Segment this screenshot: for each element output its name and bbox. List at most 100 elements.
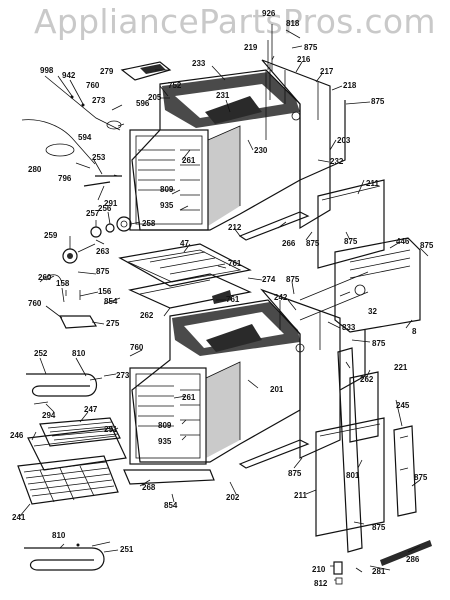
label-796: 796 [58,174,72,183]
label-156: 156 [98,287,112,296]
label-8: 8 [412,327,417,336]
label-875k: 875 [372,523,386,532]
label-219: 219 [244,43,258,52]
label-258: 258 [142,219,156,228]
label-253: 253 [92,153,106,162]
label-230: 230 [254,146,268,155]
label-158: 158 [56,279,70,288]
label-281: 281 [372,567,386,576]
label-211b: 211 [294,491,307,500]
label-231: 231 [216,91,230,100]
label-760b: 760 [28,299,42,308]
right-side-bracket [334,237,421,333]
label-201: 201 [270,385,284,394]
label-47: 47 [180,239,189,248]
label-926: 926 [262,9,276,18]
middle-vent-trim [118,243,252,309]
label-212: 212 [228,223,242,232]
label-875c: 875 [306,239,320,248]
label-274: 274 [262,275,276,284]
label-202: 202 [226,493,240,502]
label-205: 205 [148,93,162,102]
label-252: 252 [34,349,48,358]
label-291a: 291 [104,199,118,208]
label-875b: 875 [371,97,385,106]
label-833: 833 [342,323,356,332]
label-203: 203 [337,136,351,145]
upper-rear-panel [261,34,346,230]
label-854a: 854 [104,297,118,306]
label-261a: 261 [182,156,196,165]
label-294: 294 [42,411,56,420]
label-875e: 875 [420,241,434,250]
label-280: 280 [28,165,42,174]
label-594: 594 [78,133,92,142]
label-810b: 810 [52,531,66,540]
label-760a: 760 [86,81,100,90]
part-number-labels: 926 818 875 219 998 942 279 233 216 217 … [10,9,434,588]
label-935b: 935 [158,437,172,446]
label-875g: 875 [286,275,300,284]
label-218: 218 [343,81,357,90]
label-32: 32 [368,307,377,316]
label-262a: 262 [140,311,154,320]
label-245: 245 [396,401,410,410]
site-watermark: AppliancePartsPros.com [34,2,436,41]
label-809a: 809 [160,185,174,194]
upper-oven-cavity [129,69,310,241]
upper-access-panel [317,179,385,269]
label-263: 263 [96,247,110,256]
label-216: 216 [297,55,311,64]
label-259: 259 [44,231,58,240]
label-760c: 760 [130,343,144,352]
leader-lines [19,24,429,581]
label-761b: 761 [226,295,240,304]
label-241: 241 [12,513,26,522]
label-810a: 810 [72,349,86,358]
label-266: 266 [282,239,296,248]
label-446: 446 [396,237,410,246]
label-279: 279 [100,67,114,76]
label-256: 256 [98,204,112,213]
label-875j: 875 [288,469,302,478]
label-801: 801 [346,471,360,480]
label-232: 232 [330,157,344,166]
label-875a: 875 [304,43,318,52]
label-752: 752 [168,81,182,90]
label-247: 247 [84,405,98,414]
lower-oven-cavity [123,299,310,485]
label-761a: 761 [228,259,242,268]
label-596: 596 [136,99,150,108]
label-233: 233 [192,59,206,68]
label-875h: 875 [372,339,386,348]
label-273a: 273 [92,96,106,105]
label-935a: 935 [160,201,174,210]
label-812: 812 [314,579,328,588]
label-291b: 291 [104,425,118,434]
label-268: 268 [142,483,156,492]
label-818: 818 [286,19,300,28]
label-217: 217 [320,67,334,76]
label-286: 286 [406,555,420,564]
label-242: 242 [274,293,288,302]
label-246: 246 [10,431,24,440]
label-998: 998 [40,66,54,75]
label-875d: 875 [344,237,358,246]
left-small-parts [21,61,172,329]
label-210: 210 [312,565,326,574]
label-875f: 875 [96,267,110,276]
label-221: 221 [394,363,408,372]
label-854b: 854 [164,501,178,510]
label-275: 275 [106,319,120,328]
label-809b: 809 [158,421,172,430]
label-273b: 273 [116,371,130,380]
label-261b: 261 [182,393,196,402]
label-875i: 875 [414,473,428,482]
label-211a: 211 [366,179,379,188]
label-251: 251 [120,545,134,554]
label-257: 257 [86,209,100,218]
lower-rear-panel [260,271,369,459]
label-262b: 262 [360,375,374,384]
label-260: 260 [38,273,52,282]
